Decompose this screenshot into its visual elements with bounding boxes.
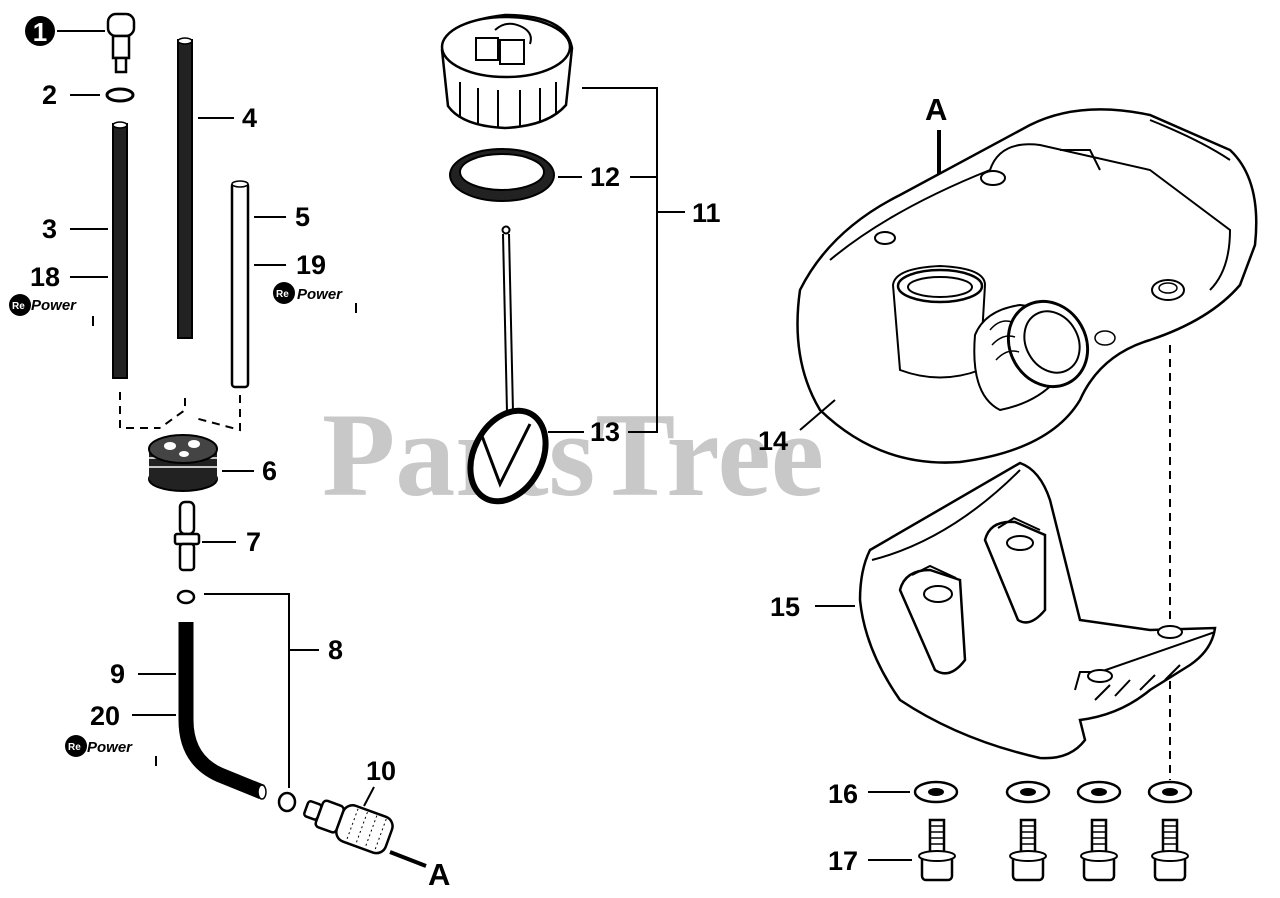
repower-prefix: Re xyxy=(276,289,289,300)
callout-8-label: 8 xyxy=(328,635,343,665)
callout-17-label: 17 xyxy=(828,846,858,876)
part-16-washers xyxy=(913,780,1193,804)
part-4-hose xyxy=(177,39,193,339)
repower-prefix: Re xyxy=(12,301,25,312)
part-3-hose xyxy=(112,123,128,379)
callout-16-label: 16 xyxy=(828,779,858,809)
callout-19-label: 19 xyxy=(296,250,326,280)
part-17-screws xyxy=(918,818,1189,882)
fuel-line-end xyxy=(257,784,267,800)
part-8-oring-top xyxy=(176,589,196,605)
assembly-guides xyxy=(119,392,241,432)
ref-a-top: A xyxy=(925,92,947,127)
part-2-oring xyxy=(105,87,135,103)
part-14-fuel-tank xyxy=(796,108,1258,464)
callout-2-label: 2 xyxy=(42,80,57,110)
callout-18-label: 18 xyxy=(30,262,60,292)
callout-20-label: 20 xyxy=(90,701,120,731)
part-8-oring-bottom xyxy=(277,791,297,813)
part-15-tank-cover xyxy=(858,461,1217,760)
leader-14 xyxy=(799,399,836,431)
callout-1-label: 1 xyxy=(33,17,47,47)
callout-7-label: 7 xyxy=(246,527,261,557)
repower-prefix: Re xyxy=(68,742,81,753)
part-1-plug xyxy=(106,12,136,74)
repower-badge: Re Power xyxy=(273,282,357,313)
ref-a-arrow-bottom xyxy=(389,850,427,868)
part-7-fitting xyxy=(173,500,201,572)
callout-15-label: 15 xyxy=(770,592,800,622)
tube-5-end xyxy=(231,180,249,188)
hose-3-end xyxy=(112,121,128,129)
part-5-tube xyxy=(230,181,250,389)
repower-badge: Re Power xyxy=(9,294,94,326)
callout-13-label: 13 xyxy=(590,417,620,447)
part-13-retainer-strap xyxy=(467,225,549,505)
repower-badge: Re Power xyxy=(65,735,157,766)
leader-8-bracket xyxy=(204,593,290,788)
callout-3-label: 3 xyxy=(42,214,57,244)
callout-9-label: 9 xyxy=(110,659,125,689)
callout-6-label: 6 xyxy=(262,456,277,486)
callout-11-label: 11 xyxy=(692,198,721,228)
repower-brand: Power xyxy=(297,286,343,303)
part-11-fuel-cap xyxy=(440,13,574,130)
callout-5-label: 5 xyxy=(295,202,310,232)
hose-4-end xyxy=(177,37,193,45)
part-10-fuel-filter xyxy=(303,799,394,855)
part-6-grommet xyxy=(148,434,218,492)
callout-14-label: 14 xyxy=(758,426,788,456)
part-9-fuel-line xyxy=(178,622,265,799)
callout-1-badge xyxy=(25,16,55,46)
ref-a-bottom: A xyxy=(428,857,450,892)
callout-4-label: 4 xyxy=(242,103,257,133)
part-12-gasket xyxy=(449,148,555,202)
callout-12-label: 12 xyxy=(590,162,620,192)
leader-11-bracket xyxy=(582,87,658,433)
repower-brand: Power xyxy=(31,297,77,314)
repower-brand: Power xyxy=(87,739,133,756)
callout-10-label: 10 xyxy=(366,756,396,786)
watermark-text: PartsTree xyxy=(322,388,824,521)
leader-10 xyxy=(363,786,375,807)
